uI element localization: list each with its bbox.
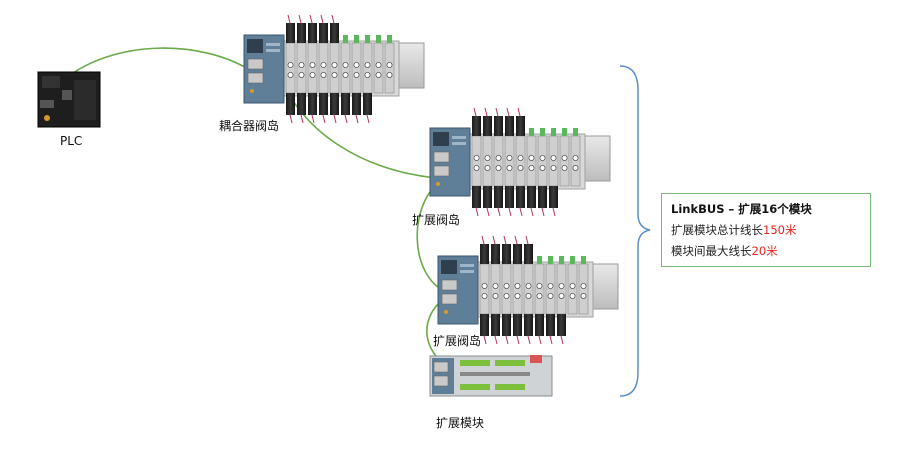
expansion-valve-island-1: [429, 107, 611, 217]
expansion-valve-island-2: [437, 235, 619, 345]
info-title: LinkBUS – 扩展16个模块: [671, 202, 812, 216]
group-bracket: [619, 65, 651, 397]
info-line2-value: 20米: [751, 244, 778, 258]
expansion-io-module: [429, 355, 553, 397]
info-line1-prefix: 扩展模块总计线长: [671, 223, 763, 237]
expansion-module-label: 扩展模块: [436, 416, 485, 430]
info-line1-value: 150米: [763, 223, 797, 237]
expansion-island-1-label: 扩展阀岛: [412, 213, 461, 227]
info-line2-prefix: 模块间最大线长: [671, 244, 752, 258]
plc-device: [37, 71, 101, 128]
info-box: LinkBUS – 扩展16个模块 扩展模块总计线长150米 模块间最大线长20…: [661, 193, 871, 267]
expansion-island-2-label: 扩展阀岛: [433, 334, 482, 348]
plc-label: PLC: [60, 134, 83, 148]
coupler-island-label: 耦合器阀岛: [219, 119, 280, 133]
info-line-total-length: 扩展模块总计线长150米: [671, 222, 870, 238]
coupler-valve-island: [243, 14, 425, 124]
info-line-max-length: 模块间最大线长20米: [671, 243, 870, 259]
